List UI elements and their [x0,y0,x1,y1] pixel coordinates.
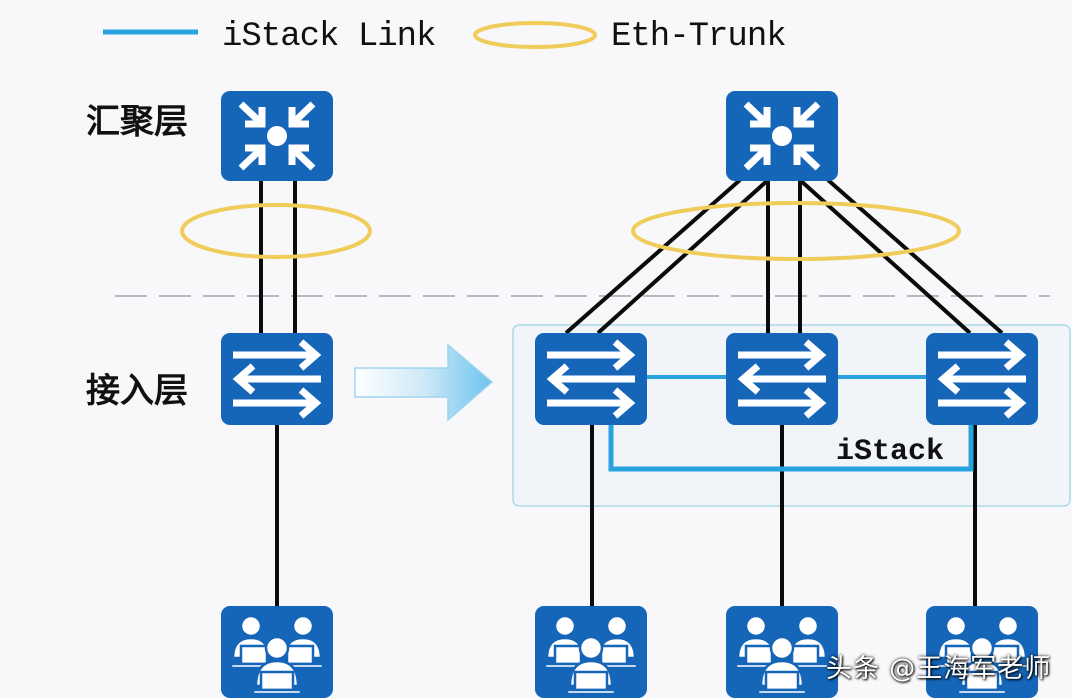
user-group-icon [724,604,840,698]
access-layer-label: 接入层 [86,371,188,411]
legend-eth-trunk-label: Eth-Trunk [611,18,787,56]
istack-label: iStack [836,435,945,469]
aggregation-layer-label: 汇聚层 [86,102,188,142]
right-eth-trunk [631,201,961,261]
watermark: 头条 @王海军老师 [826,654,1052,684]
access-switch-icon [726,333,838,425]
aggregation-switch-icon [221,91,333,181]
user-group-icon [533,604,649,698]
right-arrow-icon [354,343,494,422]
access-switch-icon [221,333,333,425]
legend-eth-trunk-swatch [473,21,597,49]
legend-istack-link-label: iStack Link [222,18,436,56]
istack-link-ring [608,425,974,472]
access-switch-icon [535,333,647,425]
aggregation-switch-icon [726,91,838,181]
access-switch-icon [926,333,1038,425]
user-group-icon [219,604,335,698]
left-eth-trunk [180,203,372,259]
